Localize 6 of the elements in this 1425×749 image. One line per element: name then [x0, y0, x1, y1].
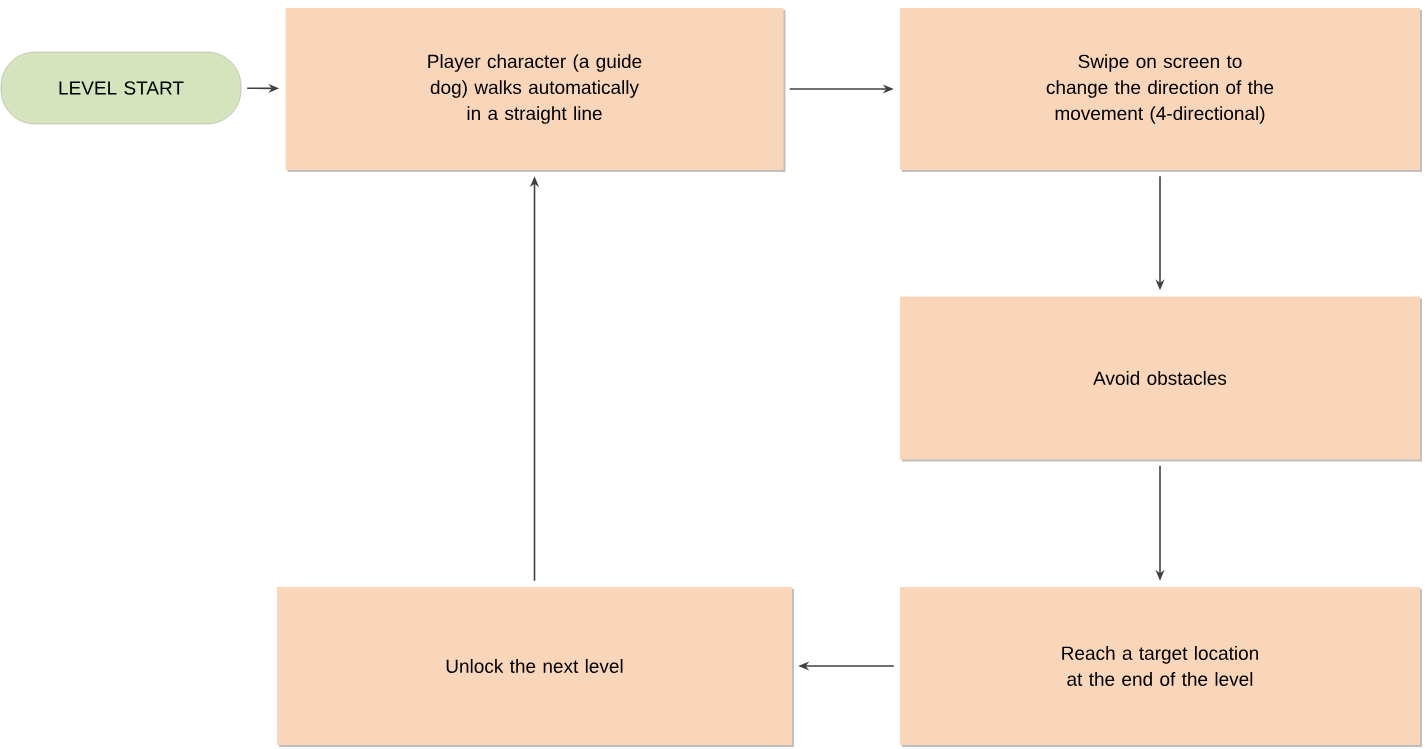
start-terminal: LEVEL START: [0, 51, 242, 125]
process-box: Player character (a guide dog) walks automatically in a straight line: [285, 8, 784, 170]
process-box: Swipe on screen to change the direction of the movement (4-directional): [900, 8, 1420, 170]
process-box: Unlock the next level: [277, 587, 792, 745]
process-box: Reach a target location at the end of the level: [900, 587, 1420, 745]
process-box: Avoid obstacles: [900, 296, 1420, 460]
